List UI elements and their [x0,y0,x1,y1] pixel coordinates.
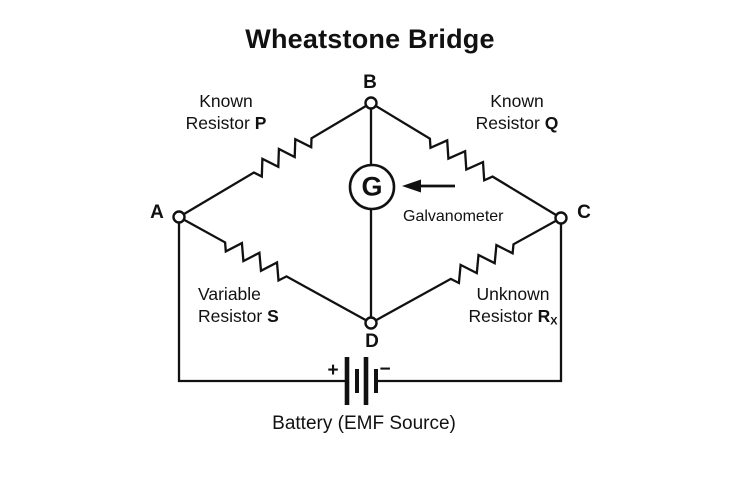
battery-wire-right [376,216,563,383]
battery-minus-sign: − [379,359,391,380]
node-label-a: A [150,202,164,223]
arm-resistor-q [369,101,563,220]
node-label-b: B [363,72,377,93]
resistor-rx-symbol: RX [537,306,558,328]
resistor-q-line2: Resistor [475,113,540,133]
resistor-rx-line1: Unknown [476,284,550,304]
resistor-p-line1: Known [199,91,253,111]
resistor-s-line2: Resistor [198,306,263,326]
battery-symbol [344,357,378,405]
label-resistor-s: Variable Resistor S [198,283,279,327]
resistor-q-line1: Known [490,91,544,111]
arm-resistor-rx [369,216,563,325]
node-c [554,211,568,225]
label-resistor-p: Known Resistor P [186,90,267,134]
battery-plus-sign: + [327,360,339,381]
galvanometer-symbol: G [361,171,383,202]
arm-resistor-s [177,215,373,325]
label-resistor-rx: Unknown Resistor RX [469,283,558,332]
label-resistor-q: Known Resistor Q [476,90,559,134]
resistor-rx-subscript: X [550,315,558,328]
resistor-p-symbol: P [254,113,267,133]
arrow-head [402,179,421,193]
node-a [172,210,186,224]
resistor-q-symbol: Q [544,113,559,133]
resistor-rx-line2: Resistor [468,306,533,326]
arrow-left-icon [402,179,455,193]
arm-resistor-p [177,101,373,219]
node-label-d: D [365,331,379,352]
node-label-c: C [577,202,591,223]
resistor-s-symbol: S [267,306,279,326]
node-d [364,316,378,330]
galvanometer-circle [348,163,396,211]
resistor-p-line2: Resistor [185,113,250,133]
node-b [364,96,378,110]
resistor-s-line1: Variable [198,284,261,304]
battery-label: Battery (EMF Source) [272,413,456,434]
galvanometer-label: Galvanometer [403,208,504,225]
diagram-title: Wheatstone Bridge [245,24,495,54]
battery-wire-left [177,215,347,383]
